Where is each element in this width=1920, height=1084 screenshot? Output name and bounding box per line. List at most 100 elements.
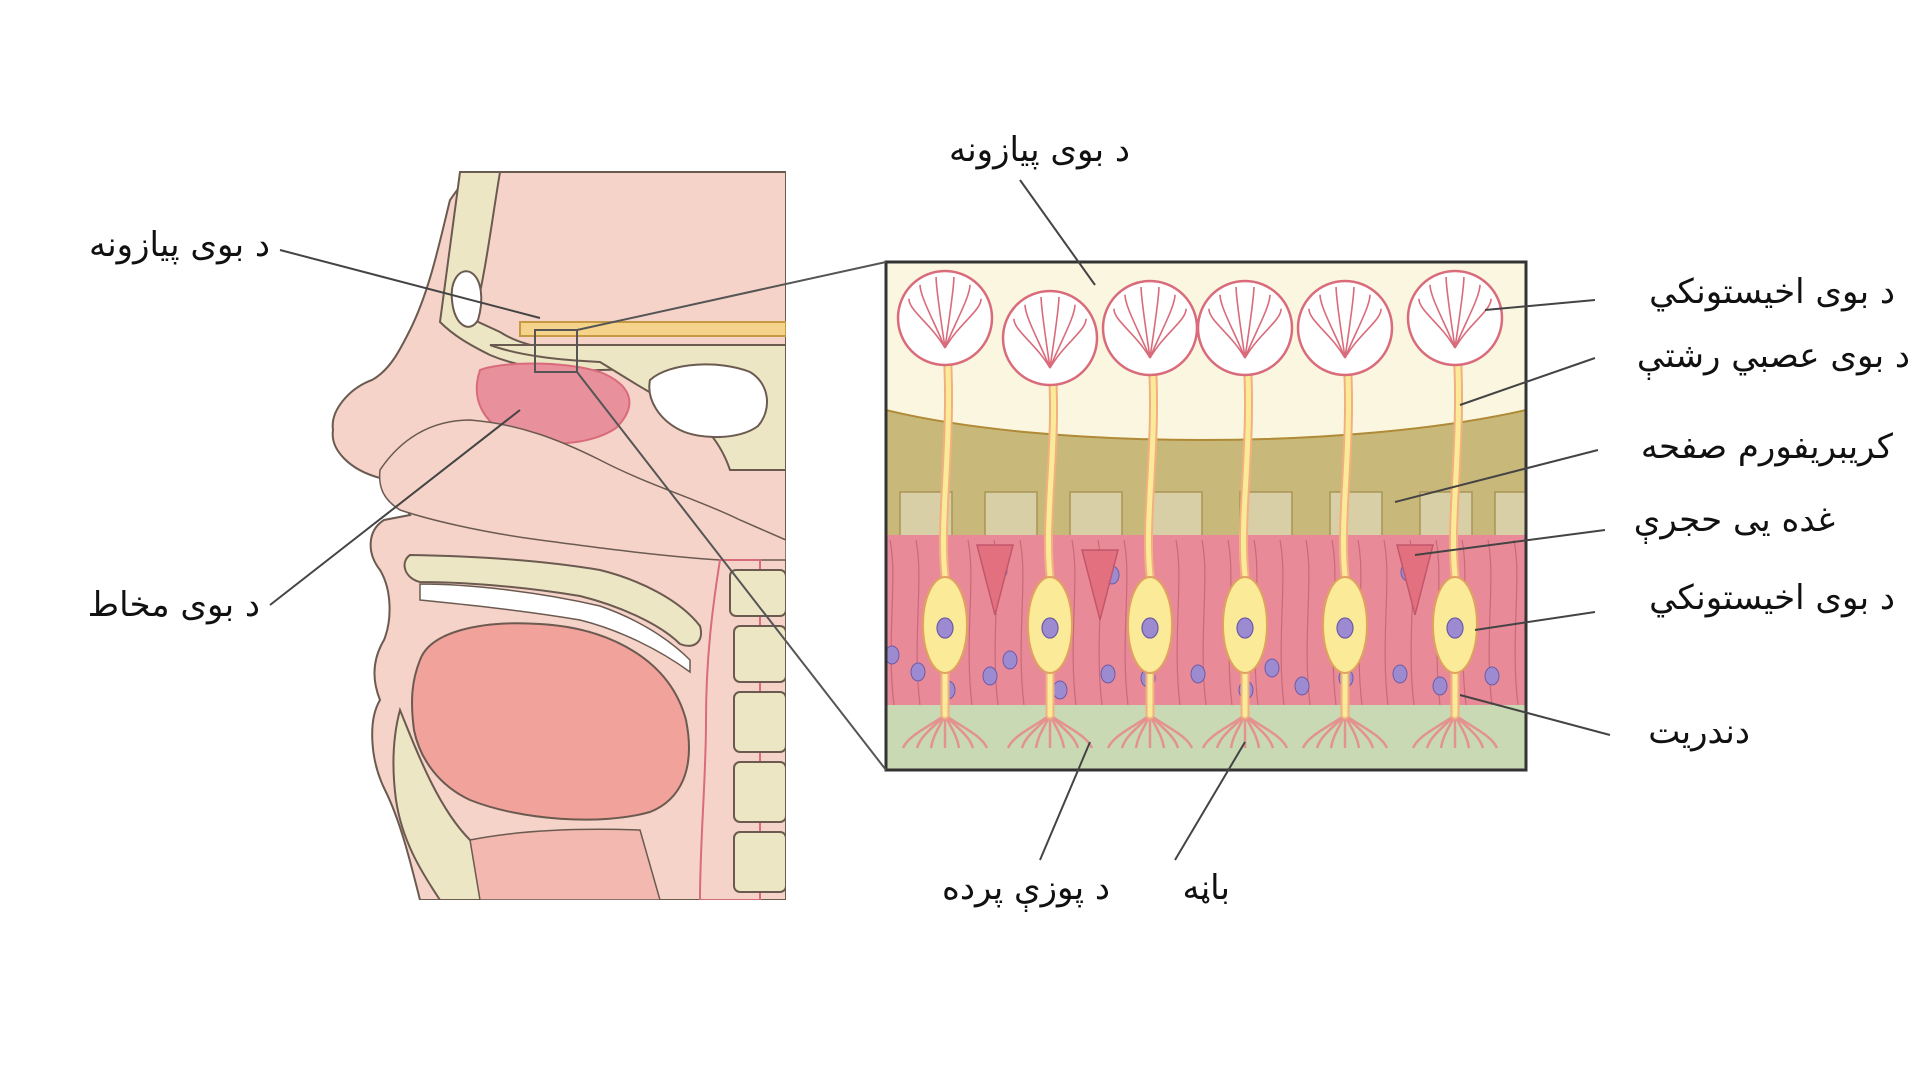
epithelial-cell-border (1279, 539, 1285, 706)
cilium (1149, 713, 1194, 749)
glomerulus-branch (1149, 294, 1176, 359)
epithelial-cell-border (889, 539, 895, 706)
receptor-nucleus (1236, 617, 1254, 639)
magnified-box-frame (884, 260, 1528, 772)
support-cell-nucleus (1484, 666, 1500, 686)
glomerulus-branch (1049, 297, 1060, 369)
leader-tract (1459, 357, 1596, 406)
glomerulus-branch (935, 277, 946, 349)
label-cribriform-plate: کریبریفورم صفحه (1640, 427, 1893, 467)
glomerulus (1196, 279, 1294, 377)
glomerulus-branch (1049, 318, 1087, 369)
epithelial-cell-border (1123, 539, 1129, 706)
glomerulus-branch (1418, 298, 1456, 349)
label-gland: غده یی حجرې (1633, 500, 1835, 540)
epithelial-cell-border (1383, 539, 1389, 706)
cilium (1244, 713, 1289, 749)
receptor-nucleus (1446, 617, 1464, 639)
glomerulus-branch (1013, 318, 1051, 369)
glomerulus-branch (1124, 294, 1151, 359)
glomerulus-branch (1235, 287, 1246, 359)
leader-lines (269, 179, 1611, 861)
cribriform-pore (1069, 491, 1123, 539)
basal-layer (886, 705, 1526, 770)
glomerulus (1101, 279, 1199, 377)
cribriform-pore (1329, 491, 1383, 539)
leader-receptor (1474, 611, 1596, 631)
glomerulus (1296, 279, 1394, 377)
glomerulus-branch (944, 284, 971, 349)
support-cell-nucleus (1264, 658, 1280, 678)
glomerulus-branch (1308, 308, 1346, 359)
receptor-nucleus (1336, 617, 1354, 639)
support-cell-nucleus (1100, 664, 1116, 684)
support-cell-nucleus (1294, 676, 1310, 696)
glomerulus-branch (1335, 287, 1346, 359)
leader-cilia (1174, 741, 1246, 861)
inset-marker (534, 329, 578, 373)
gland-cell (976, 544, 1014, 616)
glomerulus-branch (1454, 298, 1492, 349)
glomerulus-branch (1319, 294, 1346, 359)
glomerulus-branch (1040, 297, 1051, 369)
glomerulus-branch (1344, 308, 1382, 359)
epithelial-cell-border (915, 539, 921, 706)
glomerulus-branch (1113, 308, 1151, 359)
leader-basal (1039, 741, 1091, 861)
cribriform-plate-small (519, 321, 786, 337)
glomerulus-branch (1049, 304, 1076, 369)
label-bulb-left: د بوی پیازونه (88, 225, 270, 265)
support-cell-nucleus (1002, 650, 1018, 670)
glomerulus-branch (1149, 308, 1187, 359)
support-cell-nucleus (910, 662, 926, 682)
gland-cell (1396, 544, 1434, 616)
glomerulus-branch (1344, 287, 1355, 359)
glomerulus-branch (1219, 294, 1246, 359)
glomerulus-branch (1344, 294, 1371, 359)
leader-bulb-top (1019, 179, 1096, 286)
label-dendrite: دندریت (1648, 712, 1750, 752)
receptor-nucleus (1041, 617, 1059, 639)
magnified-box (886, 262, 1526, 770)
receptor-nucleus (936, 617, 954, 639)
epithelial-cell-border (967, 539, 973, 706)
glomerulus-branch (908, 298, 946, 349)
vertebrae (729, 569, 786, 893)
leader-mitral (1484, 299, 1596, 311)
support-cell-nucleus (1190, 664, 1206, 684)
sphenoid-sinus (648, 363, 769, 438)
glomerulus-branch (1149, 287, 1160, 359)
label-cilia: باڼه (1182, 868, 1230, 908)
cilium (944, 713, 989, 749)
cilium (1454, 713, 1499, 749)
leader-dendrite (1459, 694, 1611, 736)
bone-layer-outline (886, 409, 1526, 441)
cribriform-pore (1419, 491, 1473, 539)
glomerulus-branch (1429, 284, 1456, 349)
cilium (1049, 713, 1094, 749)
support-cell-nucleus (982, 666, 998, 686)
label-olfactory-tract: د بوی عصبي رشتې (1636, 336, 1910, 376)
epithelial-cell-border (1513, 539, 1519, 706)
oral-cavity-roof (419, 583, 691, 674)
floor-of-mouth (469, 828, 661, 900)
support-cell-nucleus (1392, 664, 1408, 684)
cribriform-pore (984, 491, 1038, 539)
leader-gland (1414, 529, 1606, 556)
glomerulus-branch (1445, 277, 1456, 349)
leader-mucosa-left (269, 409, 521, 606)
glomerulus-branch (1024, 304, 1051, 369)
cribriform-pore (1149, 491, 1203, 539)
leader-bulb-left (279, 249, 541, 319)
hard-palate (403, 553, 702, 647)
gland-cell (1081, 549, 1119, 621)
label-mucosa-left: د بوی مخاط (87, 585, 260, 625)
glomerulus (1406, 269, 1504, 367)
glomerulus-branch (944, 298, 982, 349)
cilium (1344, 713, 1389, 749)
cribriform-pore (1494, 491, 1526, 539)
epithelial-cell-border (1175, 539, 1181, 706)
glomerulus-branch (919, 284, 946, 349)
